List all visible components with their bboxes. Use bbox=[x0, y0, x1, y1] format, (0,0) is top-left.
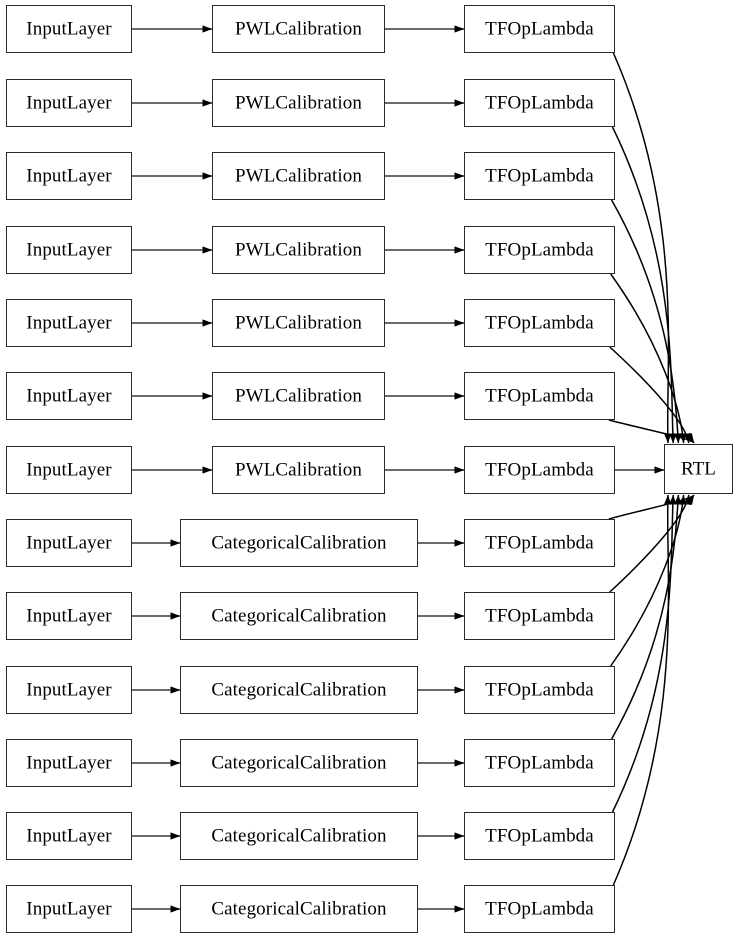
node-label: TFOpLambda bbox=[485, 18, 594, 39]
node-label: PWLCalibration bbox=[235, 18, 362, 39]
node-calibration-row-9[interactable]: CategoricalCalibration bbox=[180, 592, 418, 640]
node-label: PWLCalibration bbox=[235, 459, 362, 480]
node-rtl-output[interactable]: RTL bbox=[664, 444, 733, 494]
node-label: TFOpLambda bbox=[485, 239, 594, 260]
node-calibration-row-5[interactable]: PWLCalibration bbox=[212, 299, 385, 347]
node-calibration-row-3[interactable]: PWLCalibration bbox=[212, 152, 385, 200]
node-label: TFOpLambda bbox=[485, 312, 594, 333]
node-calibration-row-8[interactable]: CategoricalCalibration bbox=[180, 519, 418, 567]
node-input-row-4[interactable]: InputLayer bbox=[6, 226, 132, 274]
node-input-row-10[interactable]: InputLayer bbox=[6, 666, 132, 714]
node-lambda-row-4[interactable]: TFOpLambda bbox=[464, 226, 615, 274]
node-lambda-row-2[interactable]: TFOpLambda bbox=[464, 79, 615, 127]
node-label: TFOpLambda bbox=[485, 532, 594, 553]
node-label: InputLayer bbox=[26, 385, 112, 406]
node-calibration-row-11[interactable]: CategoricalCalibration bbox=[180, 739, 418, 787]
node-label: PWLCalibration bbox=[235, 165, 362, 186]
node-calibration-row-1[interactable]: PWLCalibration bbox=[212, 5, 385, 53]
node-label: PWLCalibration bbox=[235, 92, 362, 113]
node-label: CategoricalCalibration bbox=[211, 825, 387, 846]
node-input-row-8[interactable]: InputLayer bbox=[6, 519, 132, 567]
node-label: TFOpLambda bbox=[485, 898, 594, 919]
node-input-row-7[interactable]: InputLayer bbox=[6, 446, 132, 494]
node-input-row-12[interactable]: InputLayer bbox=[6, 812, 132, 860]
node-label: InputLayer bbox=[26, 605, 112, 626]
node-calibration-row-6[interactable]: PWLCalibration bbox=[212, 372, 385, 420]
node-label: RTL bbox=[680, 458, 717, 479]
node-label: InputLayer bbox=[26, 532, 112, 553]
node-label: InputLayer bbox=[26, 239, 112, 260]
node-label: PWLCalibration bbox=[235, 385, 362, 406]
node-calibration-row-7[interactable]: PWLCalibration bbox=[212, 446, 385, 494]
node-label: TFOpLambda bbox=[485, 605, 594, 626]
node-lambda-row-10[interactable]: TFOpLambda bbox=[464, 666, 615, 714]
node-label: InputLayer bbox=[26, 92, 112, 113]
node-label: CategoricalCalibration bbox=[211, 605, 387, 626]
node-label: TFOpLambda bbox=[485, 679, 594, 700]
node-calibration-row-10[interactable]: CategoricalCalibration bbox=[180, 666, 418, 714]
node-input-row-3[interactable]: InputLayer bbox=[6, 152, 132, 200]
node-lambda-row-6[interactable]: TFOpLambda bbox=[464, 372, 615, 420]
node-label: InputLayer bbox=[26, 312, 112, 333]
node-input-row-2[interactable]: InputLayer bbox=[6, 79, 132, 127]
node-label: TFOpLambda bbox=[485, 385, 594, 406]
node-calibration-row-2[interactable]: PWLCalibration bbox=[212, 79, 385, 127]
node-label: InputLayer bbox=[26, 459, 112, 480]
node-label: TFOpLambda bbox=[485, 752, 594, 773]
node-input-row-6[interactable]: InputLayer bbox=[6, 372, 132, 420]
node-label: PWLCalibration bbox=[235, 239, 362, 260]
node-calibration-row-4[interactable]: PWLCalibration bbox=[212, 226, 385, 274]
node-lambda-row-9[interactable]: TFOpLambda bbox=[464, 592, 615, 640]
node-label: InputLayer bbox=[26, 898, 112, 919]
node-input-row-11[interactable]: InputLayer bbox=[6, 739, 132, 787]
node-label: TFOpLambda bbox=[485, 165, 594, 186]
node-lambda-row-11[interactable]: TFOpLambda bbox=[464, 739, 615, 787]
node-input-row-9[interactable]: InputLayer bbox=[6, 592, 132, 640]
node-input-row-5[interactable]: InputLayer bbox=[6, 299, 132, 347]
node-label: InputLayer bbox=[26, 18, 112, 39]
node-lambda-row-8[interactable]: TFOpLambda bbox=[464, 519, 615, 567]
node-label: CategoricalCalibration bbox=[211, 752, 387, 773]
node-label: CategoricalCalibration bbox=[211, 679, 387, 700]
node-calibration-row-12[interactable]: CategoricalCalibration bbox=[180, 812, 418, 860]
node-label: TFOpLambda bbox=[485, 459, 594, 480]
node-label: InputLayer bbox=[26, 825, 112, 846]
node-lambda-row-13[interactable]: TFOpLambda bbox=[464, 885, 615, 933]
node-calibration-row-13[interactable]: CategoricalCalibration bbox=[180, 885, 418, 933]
node-label: InputLayer bbox=[26, 679, 112, 700]
node-input-row-13[interactable]: InputLayer bbox=[6, 885, 132, 933]
node-input-row-1[interactable]: InputLayer bbox=[6, 5, 132, 53]
node-lambda-row-5[interactable]: TFOpLambda bbox=[464, 299, 615, 347]
node-lambda-row-7[interactable]: TFOpLambda bbox=[464, 446, 615, 494]
node-lambda-row-12[interactable]: TFOpLambda bbox=[464, 812, 615, 860]
node-label: TFOpLambda bbox=[485, 825, 594, 846]
node-label: CategoricalCalibration bbox=[211, 532, 387, 553]
node-lambda-row-3[interactable]: TFOpLambda bbox=[464, 152, 615, 200]
node-label: PWLCalibration bbox=[235, 312, 362, 333]
node-label: CategoricalCalibration bbox=[211, 898, 387, 919]
node-label: InputLayer bbox=[26, 165, 112, 186]
node-lambda-row-1[interactable]: TFOpLambda bbox=[464, 5, 615, 53]
node-label: TFOpLambda bbox=[485, 92, 594, 113]
node-label: InputLayer bbox=[26, 752, 112, 773]
